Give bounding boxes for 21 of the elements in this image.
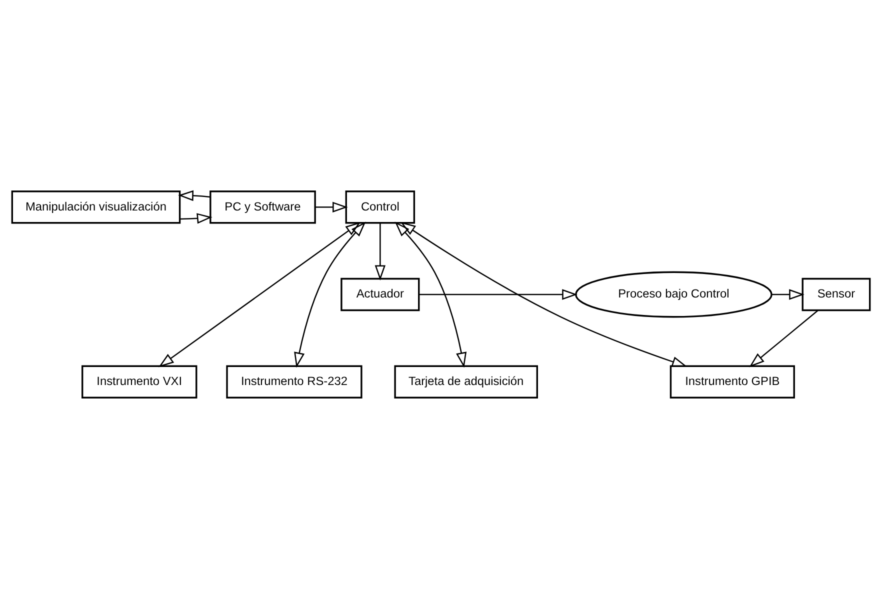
node-box: Tarjeta de adquisición [394, 365, 538, 398]
arrow [315, 202, 348, 212]
node-box: Control [345, 190, 416, 224]
arrow [749, 310, 819, 368]
node-box: Manipulación visualización [11, 190, 181, 224]
arrow [419, 289, 578, 300]
node-box: Actuador [340, 278, 420, 312]
arrow [772, 289, 804, 300]
node-box: PC y Software [210, 190, 316, 224]
arrow [178, 190, 210, 202]
arrow [180, 213, 212, 224]
node-box: Instrumento GPIB [670, 365, 795, 398]
node-box: Instrumento RS-232 [226, 365, 362, 398]
arrow [158, 222, 361, 368]
arrow [374, 222, 386, 281]
arrow [394, 222, 467, 368]
node-ellipse: Proceso bajo Control [575, 271, 772, 318]
arrow [400, 222, 688, 367]
node-box: Instrumento VXI [82, 365, 198, 398]
arrow [294, 222, 366, 368]
node-box: Sensor [802, 278, 871, 312]
